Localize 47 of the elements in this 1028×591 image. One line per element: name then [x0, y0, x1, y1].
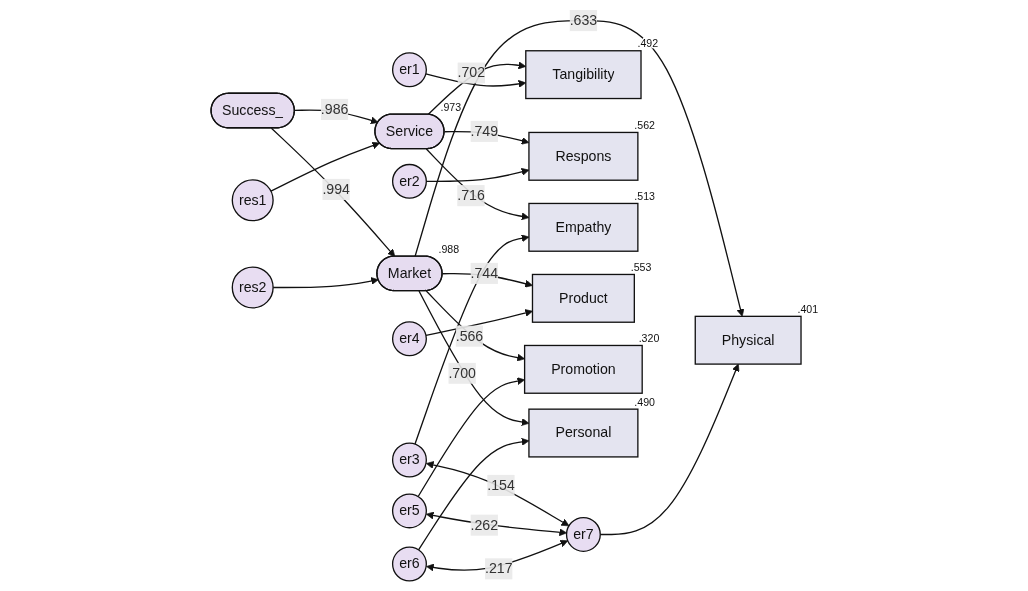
edge-label: .994: [322, 181, 351, 197]
node-circle: [392, 52, 428, 88]
edge-label: .702: [457, 65, 486, 81]
arrow: [418, 437, 530, 551]
arrow: [414, 234, 530, 445]
node-circle: [392, 442, 428, 478]
node-box: [528, 202, 639, 252]
r-squared-label: .973: [440, 100, 462, 113]
arrow: [426, 511, 568, 537]
r-squared-label: .490: [634, 395, 656, 408]
edge-label: .986: [321, 101, 349, 117]
node-circle: [392, 493, 428, 529]
edge-label: .744: [470, 265, 499, 281]
node-circle: [392, 163, 428, 199]
node-box: [532, 273, 636, 323]
arrow: [425, 73, 527, 88]
node-box: [525, 50, 642, 100]
node-circle: [231, 266, 274, 309]
r-squared-label: .401: [797, 302, 819, 315]
edge-label: .566: [455, 328, 484, 344]
arrow: [418, 290, 530, 426]
r-squared-label: .513: [634, 189, 656, 202]
edge-label: .154: [487, 477, 515, 493]
arrow: [414, 20, 745, 317]
node-circle: [392, 546, 428, 582]
arrow: [270, 141, 381, 192]
node-circle: [392, 321, 428, 357]
edge-label: .716: [457, 187, 485, 203]
r-squared-label: .553: [631, 260, 652, 273]
r-squared-label: .562: [634, 118, 656, 131]
edge-label: .262: [470, 517, 499, 533]
edge-label: .700: [448, 365, 477, 381]
node-circle: [231, 179, 274, 222]
edge-label: .749: [470, 123, 499, 139]
node-box: [528, 408, 639, 458]
r-squared-label: .320: [638, 331, 660, 344]
arrow: [425, 148, 530, 221]
edge-label: .633: [569, 12, 598, 28]
node-circle: [566, 516, 602, 552]
node-box: [524, 344, 644, 394]
node-box: [694, 315, 802, 365]
edge-label: .217: [485, 560, 513, 576]
node-box: [528, 131, 639, 181]
r-squared-label: .988: [438, 242, 460, 255]
arrow: [426, 461, 570, 527]
arrow: [271, 127, 396, 257]
arrow: [427, 61, 527, 116]
